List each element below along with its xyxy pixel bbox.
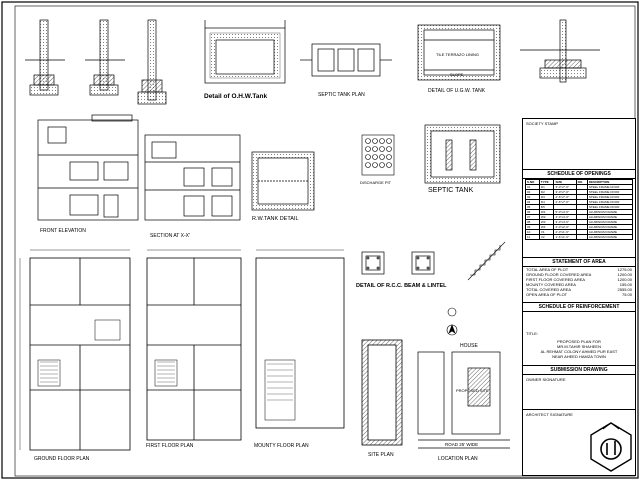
area-value: 1275.00 [617,267,632,272]
septic-tank-label: SEPTIC TANK [428,187,474,194]
openings-cell: ALUMINIUM FRAME [586,234,634,240]
footing-details [25,19,167,105]
rcc-beam-label: DETAIL OF R.C.C. BEAM & LINTEL [356,283,447,289]
ugw-tank-detail [417,24,501,81]
statement-area-heading: STATEMENT OF AREA [523,257,635,267]
schedule-openings-heading: SCHEDULE OF OPENINGS [523,169,635,179]
septic-tank-section [424,124,501,184]
mumty-floor-plan [255,249,345,429]
septic-tank-plan [300,43,392,77]
bda-logo-icon [590,422,632,472]
road-25-label: ROAD 25' WIDE [445,442,478,447]
area-value: 155.00 [619,282,632,287]
owner-signature: OWNER SIGNATURE [526,377,566,382]
submission-heading: SUBMISSION DRAWING [523,365,635,375]
house-label: HOUSE [460,343,478,349]
title-line: NEAR AHEED HAMZA TOWN [552,354,606,359]
architect-signature: ARCHITECT SIGNATURE [526,412,573,417]
slope-text: SLOPE [450,72,464,77]
area-value: 2555.00 [617,287,632,292]
openings-cell: 1'-6"x1'-6" [553,234,577,240]
ohw-tank-detail [204,20,286,84]
area-value: 1200.00 [617,272,632,277]
first-floor-label: FIRST FLOOR PLAN [146,443,194,449]
ground-floor-plan [19,249,131,451]
north-arrow-icon [446,307,458,336]
tile-terrazo-text: TILE TERRAZO LINING [436,52,479,57]
section-xx [144,134,241,221]
ground-floor-label: GROUND FLOOR PLAN [34,456,90,462]
area-row: FIRST FLOOR COVERED AREA 1200.00 [523,277,635,282]
rw-tank-label: R.W.TANK DETAIL [252,216,299,222]
stair-detail [467,241,506,281]
area-label: OPEN AREA OF PLOT [526,292,568,297]
reinforcement-heading: SCHEDULE OF REINFORCEMENT [523,302,635,312]
openings-cell [575,234,588,240]
ugw-tank-label: DETAIL OF U.G.W. TANK [428,88,486,94]
rw-tank-detail [251,151,315,211]
area-label: TOTAL AREA OF PLOT [526,267,569,272]
area-row: MOUNTY COVERED AREA 155.00 [523,282,635,287]
openings-cell: 11 [525,234,540,240]
front-elevation [37,114,139,221]
area-row: TOTAL COVERED AREA 2555.00 [523,287,635,292]
title-line: AL REHMAT COLONY AHMED PUR EAST [540,349,618,354]
society-stamp: SOCIETY STAMP [526,121,559,126]
openings-cell: V2 [538,234,555,240]
location-plan [417,351,510,449]
septic-plan-label: SEPTIC TANK PLAN [318,92,365,98]
area-label: GROUND FLOOR COVERED AREA [526,272,592,277]
area-row: GROUND FLOOR COVERED AREA 1200.00 [523,272,635,277]
area-label: FIRST FLOOR COVERED AREA [526,277,586,282]
title-line: MR.M.TAHIR SHAHEEN [557,344,601,349]
area-label: TOTAL COVERED AREA [526,287,572,292]
title-label: TITLE: [526,331,539,336]
discharge-pit [361,134,395,176]
site-plan-label: SITE PLAN [368,452,394,458]
first-floor-plan [146,249,242,441]
proposed-site-label: PROPOSED SITE [456,388,489,393]
area-label: MOUNTY COVERED AREA [526,282,576,287]
ohw-tank-label: Detail of O.H.W.Tank [204,93,267,100]
area-row: OPEN AREA OF PLOT 75.00 [523,292,635,297]
front-elevation-label: FRONT ELEVATION [40,228,86,234]
wall-section-detail [520,19,600,83]
area-value: 75.00 [621,292,632,297]
section-label: SECTION AT X-X' [150,233,190,239]
rcc-beam-lintel [361,251,435,275]
location-plan-label: LOCATION PLAN [438,456,478,462]
area-row: TOTAL AREA OF PLOT 1275.00 [523,267,635,272]
site-plan [361,339,403,446]
area-value: 1200.00 [617,277,632,282]
mumty-floor-label: MOUNTY FLOOR PLAN [254,443,309,449]
title-line: PROPOSED PLAN FOR [557,339,601,344]
discharge-pit-label: DISCHARGE PIT [360,180,392,185]
